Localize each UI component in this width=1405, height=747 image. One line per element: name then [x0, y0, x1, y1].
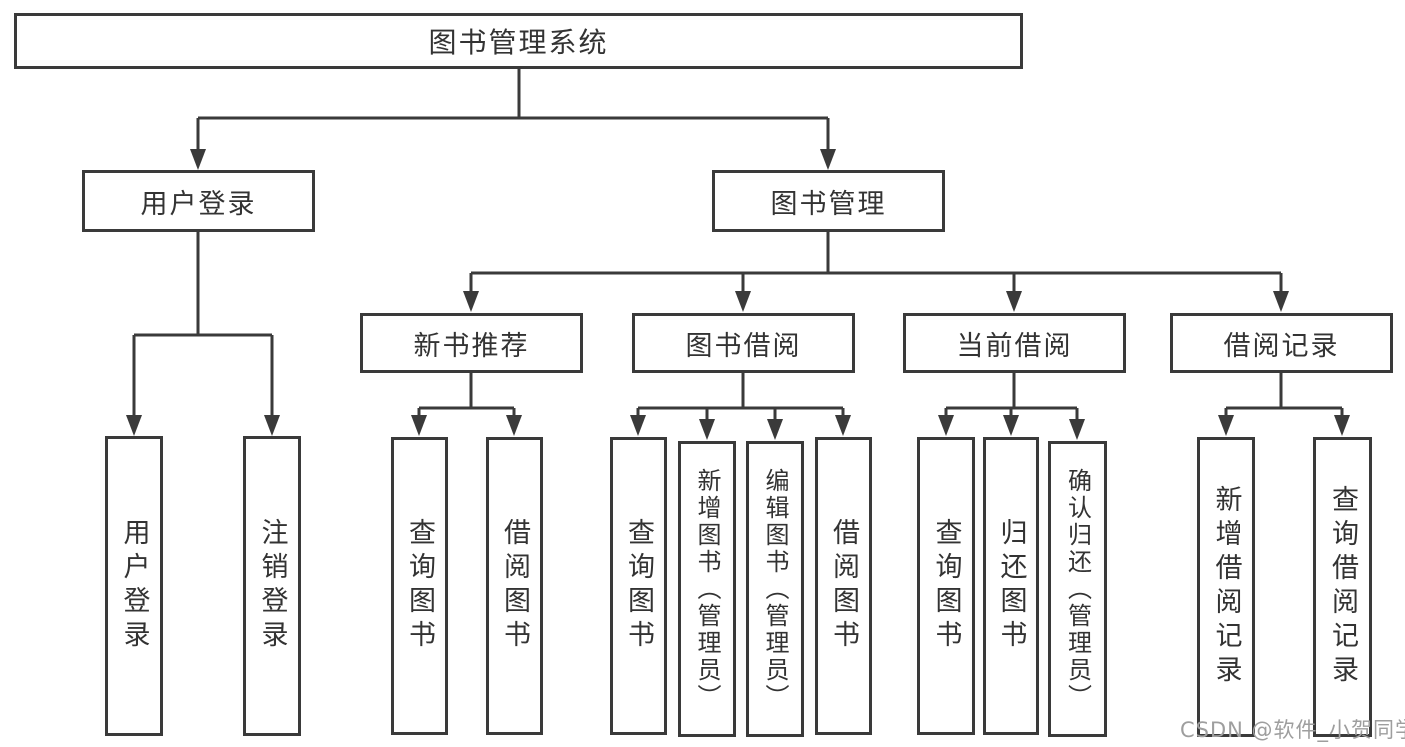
leaf-logout-label: 注销登录	[256, 518, 288, 654]
node-new-book-recommend: 新书推荐	[360, 313, 583, 373]
leaf-return-book-label: 归还图书	[995, 518, 1027, 654]
node-root-system: 图书管理系统	[14, 13, 1023, 69]
leaf-add-borrow-record-label: 新增借阅记录	[1210, 485, 1242, 689]
node-user-login-label: 用户登录	[140, 188, 257, 220]
leaf-borrow-book-2-label: 借阅图书	[828, 518, 859, 654]
leaf-user-login: 用户登录	[105, 436, 163, 736]
node-book-management: 图书管理	[712, 170, 945, 232]
leaf-query-book-3-label: 查询图书	[930, 518, 962, 654]
leaf-query-book-2: 查询图书	[610, 437, 667, 735]
leaf-user-login-label: 用户登录	[118, 518, 150, 654]
leaf-borrow-book-2: 借阅图书	[815, 437, 872, 735]
leaf-return-book: 归还图书	[983, 437, 1039, 735]
leaf-add-book-admin-label: 新增图书（管理员）	[693, 467, 721, 711]
connector-book-mgmt-children	[463, 232, 1289, 312]
leaf-query-book-2-label: 查询图书	[623, 518, 654, 654]
leaf-confirm-return-admin: 确认归还（管理员）	[1048, 441, 1107, 737]
node-user-login: 用户登录	[82, 170, 315, 232]
leaf-add-book-admin: 新增图书（管理员）	[678, 441, 736, 737]
node-book-borrow-label: 图书借阅	[685, 330, 802, 362]
leaf-edit-book-admin-label: 编辑图书（管理员）	[761, 467, 789, 711]
leaf-query-borrow-record: 查询借阅记录	[1313, 437, 1372, 737]
leaf-add-borrow-record: 新增借阅记录	[1197, 437, 1255, 737]
node-new-book-recommend-label: 新书推荐	[413, 330, 530, 362]
node-root-label: 图书管理系统	[428, 26, 609, 59]
leaf-edit-book-admin: 编辑图书（管理员）	[746, 441, 804, 737]
leaf-logout: 注销登录	[243, 436, 301, 736]
node-current-borrow: 当前借阅	[903, 313, 1126, 373]
connector-root-to-level2	[190, 69, 836, 170]
node-borrow-record-label: 借阅记录	[1223, 330, 1340, 362]
leaf-query-borrow-record-label: 查询借阅记录	[1327, 485, 1358, 689]
node-book-borrow: 图书借阅	[632, 313, 855, 373]
leaf-query-book-1: 查询图书	[391, 437, 448, 735]
leaf-borrow-book-1-label: 借阅图书	[499, 518, 530, 654]
leaf-confirm-return-admin-label: 确认归还（管理员）	[1063, 467, 1092, 711]
connector-borrow-record-children	[1218, 373, 1350, 436]
connector-new-book-children	[411, 373, 522, 436]
node-borrow-record: 借阅记录	[1170, 313, 1393, 373]
connector-current-borrow-children	[938, 373, 1085, 440]
leaf-query-book-1-label: 查询图书	[404, 518, 435, 654]
node-book-management-label: 图书管理	[770, 188, 887, 220]
leaf-borrow-book-1: 借阅图书	[486, 437, 543, 735]
connector-user-login-children	[126, 232, 280, 436]
leaf-query-book-3: 查询图书	[917, 437, 975, 735]
connector-book-borrow-children	[630, 373, 851, 440]
csdn-watermark: CSDN @软件_小贺同学	[1180, 718, 1405, 742]
node-current-borrow-label: 当前借阅	[956, 330, 1073, 362]
